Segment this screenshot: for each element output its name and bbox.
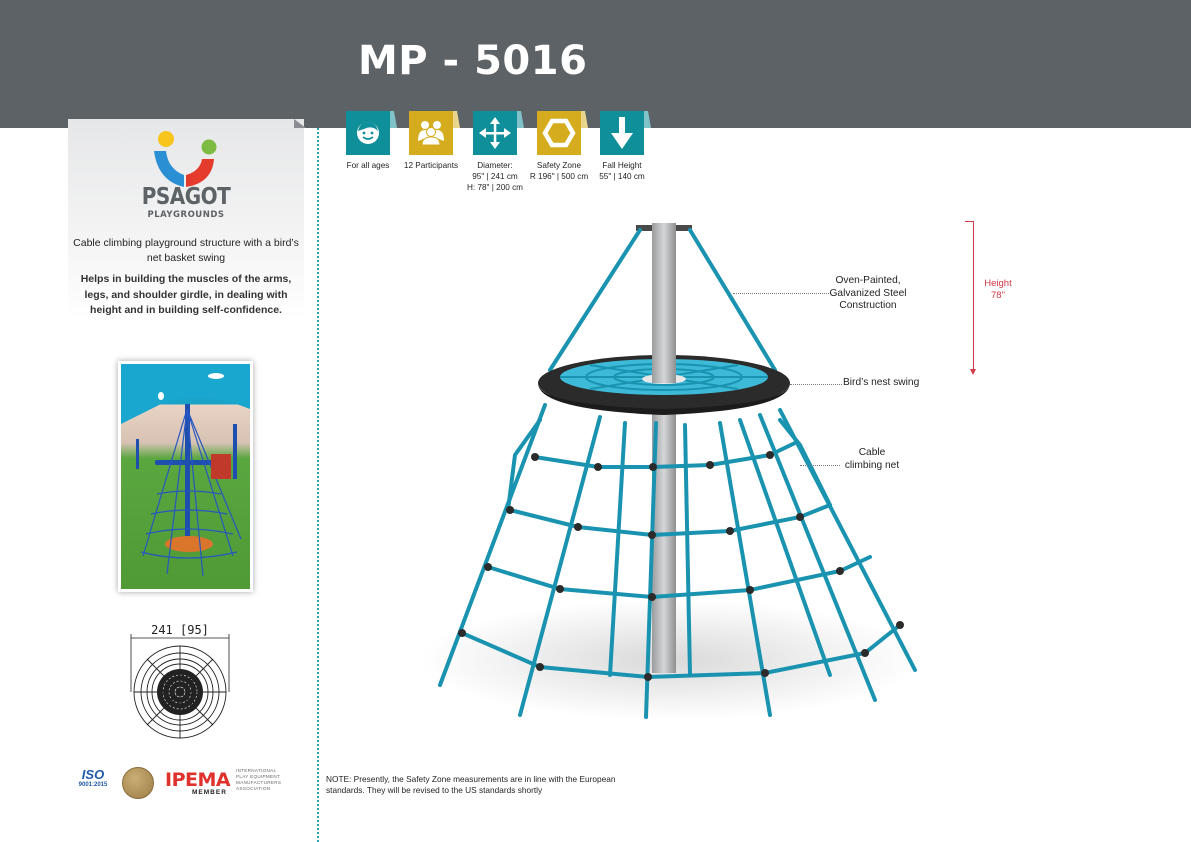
height-label: Height 78" [984,278,1012,301]
feature-safety-zone: Safety Zone R 196" | 500 cm [519,111,599,182]
height-arrow-icon [970,369,976,375]
product-photo [118,361,253,592]
climbing-net-illustration [420,223,920,720]
hexagon-icon [537,111,588,155]
dotted-separator [317,128,319,842]
brand-name: PSAGOT [141,182,231,210]
plan-view-drawing-icon [130,634,230,739]
brand-subtitle: PLAYGROUNDS [147,210,225,220]
feature-diameter: Diameter: 95" | 241 cm H: 78" | 200 cm [455,111,535,193]
callout-steel-construction: Oven-Painted, Galvanized Steel Construct… [829,275,907,311]
callout-birds-nest-swing: Bird’s nest swing [843,377,920,388]
page-title: MP - 5016 [358,38,588,84]
down-arrow-icon [600,111,651,155]
group-people-icon [409,111,460,155]
feature-for-all-ages: For all ages [328,111,408,171]
ipema-logo: IPEMA [165,769,231,791]
ipema-organization: INTERNATIONAL PLAY EQUIPMENT MANUFACTURE… [236,768,282,791]
steel-leader-line [733,293,831,294]
swing-leader-line [790,384,842,385]
safety-zone-note: NOTE: Presently, the Safety Zone measure… [326,774,616,795]
callout-climbing-net: Cable climbing net [844,447,900,471]
four-way-arrows-icon [473,111,524,155]
net-leader-line [800,465,840,466]
feature-fall-height: Fall Height 55" | 140 cm [582,111,662,182]
panel-fold-corner [294,119,306,128]
ipema-member-label: MEMBER [192,789,227,796]
height-indicator-cap [965,221,974,222]
height-indicator-line [973,221,974,373]
psagot-logo-icon [154,131,217,187]
plan-dimension-label: 241 [95] [151,623,209,637]
product-summary: Cable climbing playground structure with… [73,237,299,264]
feature-participants: 12 Participants [391,111,471,171]
child-face-icon [346,111,397,155]
certifications: ISO 9001:2015 IPEMA MEMBER INTERNATIONAL… [78,763,281,799]
iso-badge: ISO 9001:2015 [78,767,108,788]
header-bar [0,0,1191,128]
product-benefits: Helps in building the muscles of the arm… [80,273,292,316]
quality-seal-icon [122,767,154,799]
